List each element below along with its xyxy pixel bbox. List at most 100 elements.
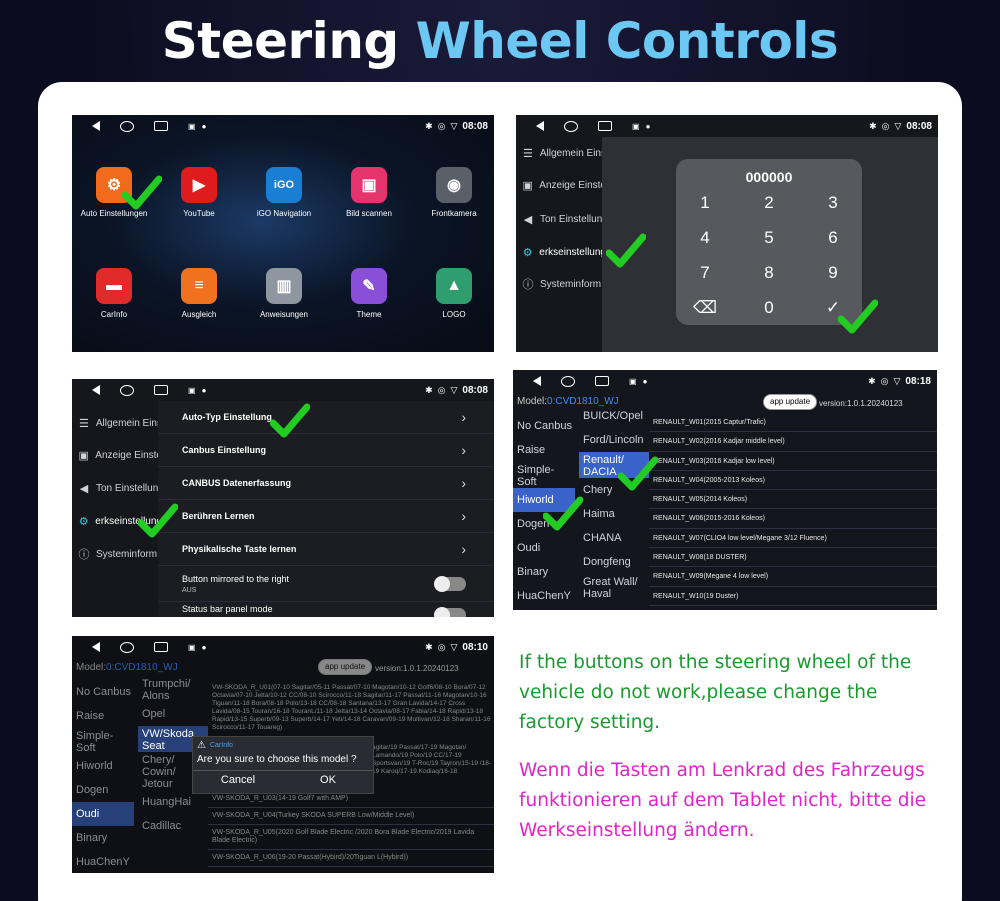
list-item[interactable]: Dogen [76, 784, 109, 796]
back-icon[interactable] [86, 385, 100, 395]
list-item[interactable]: Dongfeng [583, 556, 631, 568]
list-item[interactable]: Great Wall/ Haval [583, 576, 638, 600]
confirm-key[interactable]: ✓ [825, 298, 841, 317]
sidebar-item[interactable]: ⚙erkseinstellung [516, 236, 606, 268]
list-item[interactable]: Raise [76, 710, 105, 722]
list-item[interactable]: Hiworld [76, 760, 113, 772]
sidebar-item[interactable]: ☰Allgemein Eins [516, 137, 606, 169]
list-item[interactable]: Binary [517, 566, 549, 578]
recents-icon[interactable] [154, 121, 168, 131]
sidebar-item[interactable]: ◀Ton Einstellun [516, 203, 606, 235]
model-row[interactable]: RENAULT_W03(2016 Kadjar low level) [649, 452, 937, 471]
keypad-key[interactable]: 7 [700, 263, 710, 282]
app-tile[interactable]: ≡Ausgleich [164, 268, 234, 319]
recents-icon[interactable] [598, 121, 612, 131]
keypad-key[interactable]: 9 [828, 263, 838, 282]
backspace-key[interactable]: ⌫ [692, 298, 718, 317]
back-icon[interactable] [527, 376, 541, 386]
app-update-button[interactable]: app update [318, 659, 373, 675]
sidebar-item[interactable]: ▣Anzeige Einste [72, 439, 162, 471]
sidebar-item[interactable]: ▣Anzeige Einste [516, 169, 606, 201]
model-row[interactable]: VW-SKODA_R_U03(14-19 Golf7 with AMP) [208, 791, 494, 808]
list-item[interactable]: Haima [583, 508, 615, 520]
status-bar-toggle[interactable] [434, 607, 466, 617]
app-tile[interactable]: ◉Frontkamera [419, 167, 489, 218]
list-item[interactable]: No Canbus [517, 420, 573, 432]
keypad-key[interactable]: 2 [764, 193, 774, 212]
list-item[interactable]: Chery [583, 484, 613, 496]
app-tile[interactable]: ▶YouTube [164, 167, 234, 218]
home-icon[interactable] [120, 120, 134, 132]
recents-icon[interactable] [595, 376, 609, 386]
keypad-key[interactable]: 5 [764, 228, 774, 247]
model-row[interactable]: RENAULT_W07(CLIO4 low level/Megane 3/12 … [649, 529, 937, 549]
recents-icon[interactable] [154, 385, 168, 395]
list-item[interactable]: No Canbus [76, 686, 132, 698]
model-row[interactable]: RENAULT_W02(2016 Kadjar middle level) [649, 432, 937, 452]
list-item[interactable]: Oudi [517, 542, 541, 554]
status-bar-mode-row[interactable]: Status bar panel mode [158, 602, 494, 617]
list-item[interactable]: Chery/ Cowin/ Jetour [142, 754, 176, 790]
cancel-button[interactable]: Cancel [220, 774, 256, 786]
keypad-key[interactable]: 0 [764, 298, 774, 317]
mirror-toggle[interactable] [434, 576, 466, 592]
model-row[interactable]: RENAULT_W06(2015-2016 Koleos) [649, 509, 937, 529]
home-icon[interactable] [564, 120, 578, 132]
back-icon[interactable] [530, 121, 544, 131]
app-tile[interactable]: ▥Anweisungen [249, 268, 319, 319]
keypad-key[interactable]: 6 [828, 228, 838, 247]
app-tile[interactable]: ✎Theme [334, 268, 404, 319]
list-item[interactable]: CHANA [583, 532, 622, 544]
factory-row[interactable]: CANBUS Datenerfassung› [158, 467, 494, 500]
list-item[interactable]: Binary [76, 832, 108, 844]
app-tile[interactable]: ▲LOGO [419, 268, 489, 319]
list-item[interactable]: Trumpchi/ Alons [142, 678, 191, 702]
back-icon[interactable] [86, 121, 100, 131]
factory-row[interactable]: Canbus Einstellung› [158, 434, 494, 467]
factory-row[interactable]: Physikalische Taste lernen› [158, 533, 494, 566]
list-item[interactable]: Dogen [517, 518, 550, 530]
list-item[interactable]: Renault/ DACIA [579, 452, 649, 478]
app-tile[interactable]: ▬CarInfo [79, 268, 149, 319]
list-item[interactable]: Opel [142, 708, 166, 720]
list-item[interactable]: BUICK/Opel [583, 410, 643, 422]
model-row[interactable]: RENAULT_W05(2014 Koleos) [649, 490, 937, 510]
model-row[interactable]: VW-SKODA_R_U05(2020 Golf Blade Electric … [208, 825, 494, 850]
keypad-key[interactable]: 3 [828, 193, 838, 212]
list-item[interactable]: Ford/Lincoln [583, 434, 644, 446]
sidebar-item[interactable]: ☰Allgemein Eins [72, 407, 162, 439]
mirror-row[interactable]: Button mirrored to the right AUS [158, 566, 494, 602]
home-icon[interactable] [120, 384, 134, 396]
list-item[interactable]: HuaChenY [517, 590, 571, 602]
recents-icon[interactable] [154, 642, 168, 652]
keypad-key[interactable]: 8 [764, 263, 774, 282]
sidebar-item[interactable]: ⚙erkseinstellung [72, 505, 162, 537]
model-row[interactable]: RENAULT_W04(2005-2013 Koleos) [649, 471, 937, 491]
model-row[interactable]: RENAULT_W10(19 Duster) [649, 587, 937, 606]
list-item[interactable]: Simple- Soft [517, 464, 555, 488]
home-icon[interactable] [120, 641, 134, 653]
app-tile[interactable]: ▣Bild scannen [334, 167, 404, 218]
app-update-button[interactable]: app update [763, 394, 818, 410]
list-item[interactable]: Hiworld [513, 488, 575, 512]
list-item[interactable]: HuangHai [142, 796, 191, 808]
list-item[interactable]: Oudi [72, 802, 134, 826]
model-row[interactable]: RENAULT_W08(18 DUSTER) [649, 548, 937, 568]
keypad-key[interactable]: 1 [700, 193, 710, 212]
list-item[interactable]: HuaChenY [76, 856, 130, 868]
model-row[interactable]: RENAULT_W01(2015 Captur/Trafic) [649, 413, 937, 433]
model-row[interactable]: VW-SKODA_R_U04(Turkey SKODA SUPERB Low/M… [208, 808, 494, 825]
back-icon[interactable] [86, 642, 100, 652]
list-item[interactable]: Simple- Soft [76, 730, 114, 754]
model-row[interactable]: VW-SKODA_R_U06(19-20 Passat(Hybird)/20Ti… [208, 850, 494, 867]
factory-row[interactable]: Berühren Lernen› [158, 500, 494, 533]
factory-row[interactable]: Auto-Typ Einstellung› [158, 401, 494, 434]
keypad-key[interactable]: 4 [700, 228, 710, 247]
ok-button[interactable]: OK [320, 774, 336, 786]
home-icon[interactable] [561, 375, 575, 387]
list-item[interactable]: Raise [517, 444, 546, 456]
list-item[interactable]: Cadillac [142, 820, 182, 832]
